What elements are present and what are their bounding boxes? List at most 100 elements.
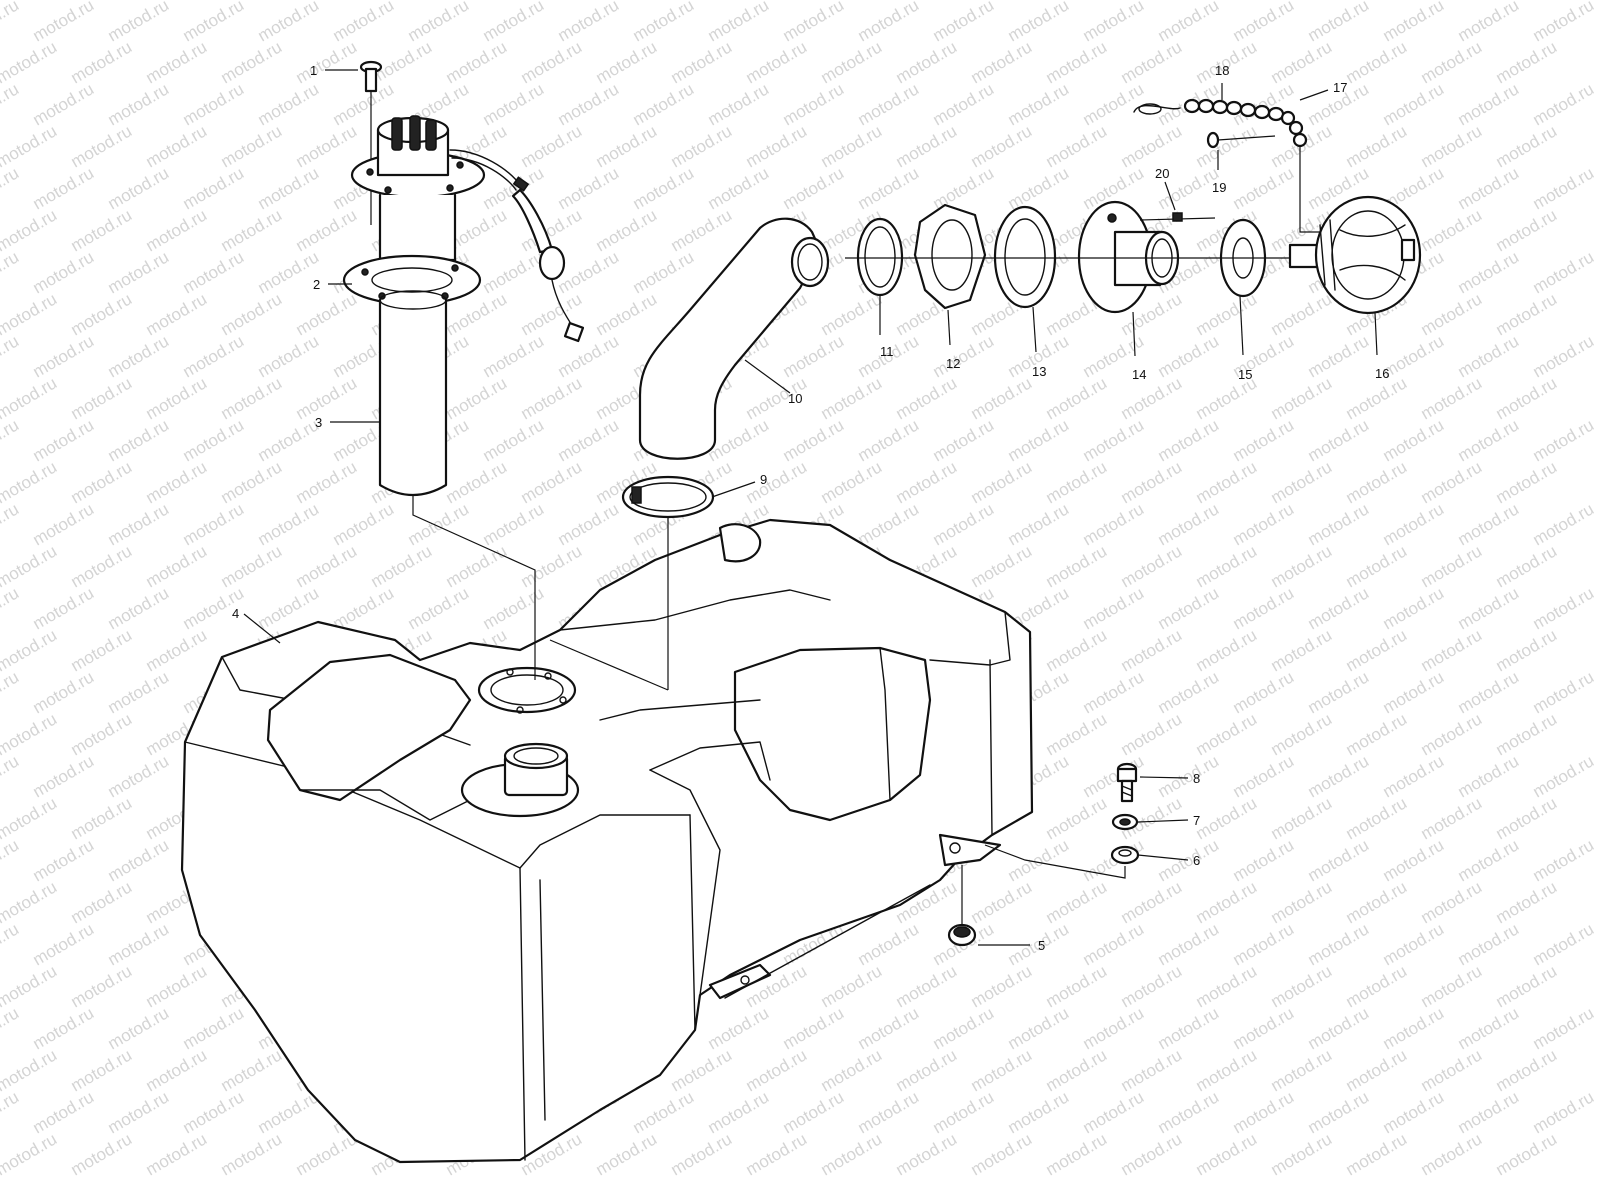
- watermark-text: motod.ru: [518, 457, 586, 507]
- watermark-text: motod.ru: [1193, 121, 1261, 171]
- watermark-text: motod.ru: [1155, 1003, 1223, 1053]
- watermark-text: motod.ru: [180, 499, 248, 549]
- watermark-text: motod.ru: [143, 457, 211, 507]
- watermark-text: motod.ru: [143, 289, 211, 339]
- watermark-text: motod.ru: [555, 79, 623, 129]
- watermark-text: motod.ru: [1193, 1129, 1261, 1179]
- watermark-text: motod.ru: [0, 457, 60, 507]
- mounting-hardware: [947, 762, 1140, 947]
- watermark-text: motod.ru: [780, 163, 848, 213]
- watermark-text: motod.ru: [593, 1129, 661, 1179]
- watermark-text: motod.ru: [930, 331, 998, 381]
- watermark-text: motod.ru: [1305, 1003, 1373, 1053]
- watermark-text: motod.ru: [0, 961, 60, 1011]
- watermark-text: motod.ru: [68, 625, 136, 675]
- watermark-text: motod.ru: [818, 457, 886, 507]
- callout-12: 12: [946, 356, 960, 371]
- watermark-text: motod.ru: [1043, 37, 1111, 87]
- watermark-text: motod.ru: [630, 247, 698, 297]
- watermark-text: motod.ru: [0, 121, 60, 171]
- watermark-text: motod.ru: [1043, 709, 1111, 759]
- watermark-text: motod.ru: [1080, 1087, 1148, 1137]
- watermark-text: motod.ru: [630, 79, 698, 129]
- watermark-text: motod.ru: [105, 415, 173, 465]
- watermark-text: motod.ru: [0, 0, 22, 45]
- watermark-text: motod.ru: [368, 541, 436, 591]
- watermark-text: motod.ru: [1530, 331, 1598, 381]
- watermark-text: motod.ru: [68, 709, 136, 759]
- watermark-text: motod.ru: [255, 163, 323, 213]
- watermark-text: motod.ru: [630, 163, 698, 213]
- callout-labels: 1 2 3 4 5 6 7 8 9 10 11 12 13 14 15 16 1…: [232, 63, 1389, 953]
- watermark-text: motod.ru: [105, 163, 173, 213]
- watermark-text: motod.ru: [30, 0, 98, 45]
- watermark-text: motod.ru: [105, 751, 173, 801]
- watermark-text: motod.ru: [1305, 415, 1373, 465]
- watermark-text: motod.ru: [968, 373, 1036, 423]
- watermark-text: motod.ru: [143, 1045, 211, 1095]
- watermark-text: motod.ru: [0, 751, 22, 801]
- watermark-text: motod.ru: [0, 709, 60, 759]
- watermark-text: motod.ru: [893, 121, 961, 171]
- watermark-text: motod.ru: [1230, 583, 1298, 633]
- watermark-text: motod.ru: [818, 961, 886, 1011]
- watermark-text: motod.ru: [330, 0, 398, 45]
- watermark-text: motod.ru: [255, 415, 323, 465]
- watermark-text: motod.ru: [443, 541, 511, 591]
- watermark-text: motod.ru: [143, 121, 211, 171]
- watermark-text: motod.ru: [1455, 247, 1523, 297]
- watermark-text: motod.ru: [930, 79, 998, 129]
- watermark-text: motod.ru: [1493, 1045, 1561, 1095]
- watermark-text: motod.ru: [1005, 499, 1073, 549]
- callout-5: 5: [1038, 938, 1045, 953]
- watermark-text: motod.ru: [1268, 625, 1336, 675]
- watermark-text: motod.ru: [855, 0, 923, 45]
- watermark-text: motod.ru: [0, 331, 22, 381]
- watermark-text: motod.ru: [143, 625, 211, 675]
- watermark-text: motod.ru: [480, 247, 548, 297]
- watermark-text: motod.ru: [893, 457, 961, 507]
- watermark-text: motod.ru: [480, 583, 548, 633]
- watermark-text: motod.ru: [1305, 331, 1373, 381]
- watermark-text: motod.ru: [0, 373, 60, 423]
- watermark-text: motod.ru: [1305, 919, 1373, 969]
- watermark-text: motod.ru: [818, 1129, 886, 1179]
- watermark-text: motod.ru: [1418, 625, 1486, 675]
- watermark-text: motod.ru: [0, 1045, 60, 1095]
- watermark-text: motod.ru: [0, 919, 22, 969]
- watermark-text: motod.ru: [1043, 625, 1111, 675]
- watermark-text: motod.ru: [1268, 457, 1336, 507]
- watermark-text: motod.ru: [1530, 583, 1598, 633]
- watermark-text: motod.ru: [855, 1003, 923, 1053]
- watermark-text: motod.ru: [1118, 1129, 1186, 1179]
- watermark-text: motod.ru: [1455, 499, 1523, 549]
- watermark-text: motod.ru: [1118, 961, 1186, 1011]
- watermark-text: motod.ru: [1493, 625, 1561, 675]
- watermark-text: motod.ru: [1455, 751, 1523, 801]
- watermark-text: motod.ru: [1043, 121, 1111, 171]
- callout-7: 7: [1193, 813, 1200, 828]
- callout-16: 16: [1375, 366, 1389, 381]
- watermark-text: motod.ru: [293, 37, 361, 87]
- watermark-text: motod.ru: [1343, 793, 1411, 843]
- watermark-text: motod.ru: [180, 415, 248, 465]
- watermark-text: motod.ru: [1230, 415, 1298, 465]
- watermark-text: motod.ru: [855, 163, 923, 213]
- watermark-text: motod.ru: [1080, 583, 1148, 633]
- watermark-text: motod.ru: [1155, 919, 1223, 969]
- watermark-text: motod.ru: [893, 1045, 961, 1095]
- watermark-text: motod.ru: [293, 373, 361, 423]
- watermark-text: motod.ru: [1118, 37, 1186, 87]
- watermark-text: motod.ru: [1418, 877, 1486, 927]
- watermark-text: motod.ru: [893, 1129, 961, 1179]
- watermark-text: motod.ru: [105, 1087, 173, 1137]
- watermark-text: motod.ru: [105, 247, 173, 297]
- watermark-text: motod.ru: [218, 121, 286, 171]
- watermark-text: motod.ru: [1530, 667, 1598, 717]
- watermark-text: motod.ru: [255, 247, 323, 297]
- watermark-text: motod.ru: [1493, 961, 1561, 1011]
- watermark-text: motod.ru: [480, 331, 548, 381]
- watermark-text: motod.ru: [0, 1129, 60, 1179]
- watermark-text: motod.ru: [68, 457, 136, 507]
- callout-3: 3: [315, 415, 322, 430]
